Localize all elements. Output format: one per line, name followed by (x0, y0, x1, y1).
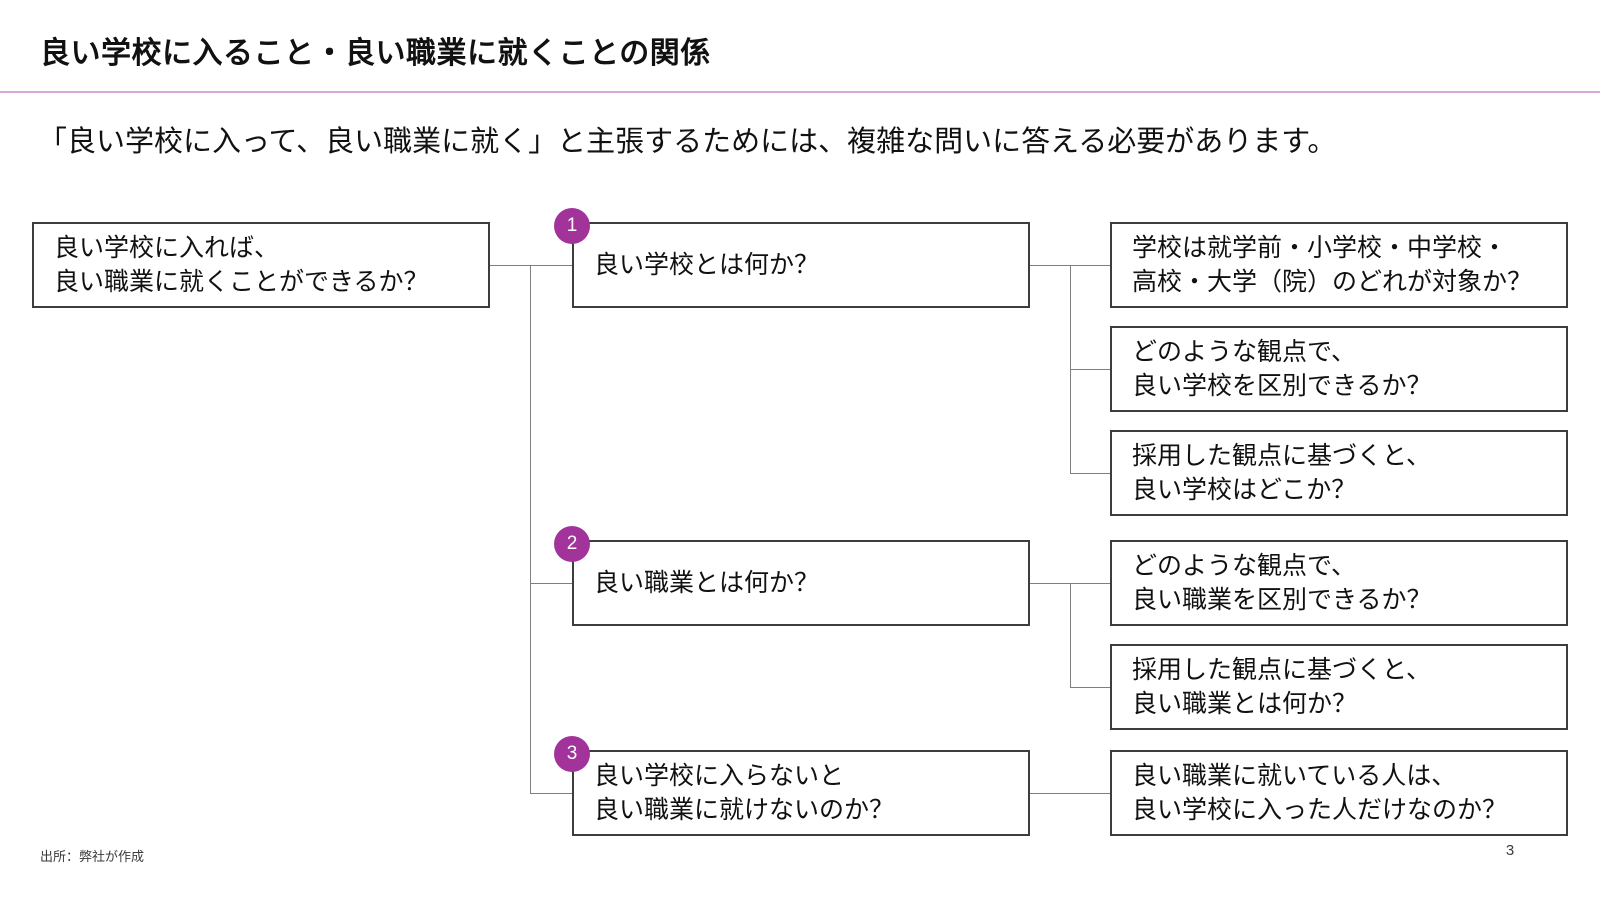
step-badge-1: 1 (554, 208, 590, 244)
step-badge-3: 3 (554, 736, 590, 772)
connector-line (1070, 687, 1110, 688)
box-text-line: 良い学校とは何か？ (594, 251, 820, 279)
subquestion-box-3a: 良い職業に就いている人は、 良い学校に入った人だけなのか？ (1110, 750, 1568, 836)
box-text-line: 良い学校に入らないと (594, 762, 845, 790)
box-text-line: 良い学校に入った人だけなのか？ (1132, 796, 1508, 824)
subquestion-box-1b: どのような観点で、 良い学校を区別できるか？ (1110, 326, 1568, 412)
connector-line (1070, 369, 1110, 370)
box-text-line: どのような観点で、 (1132, 552, 1357, 580)
question-box-2: 良い職業とは何か？ (572, 540, 1030, 626)
page-number: 3 (1505, 842, 1515, 859)
question-box-1: 良い学校とは何か？ (572, 222, 1030, 308)
connector-line (1070, 583, 1071, 687)
box-text-line: 良い学校に入れば、 (54, 234, 280, 262)
box-text-line: 良い学校はどこか？ (1132, 476, 1357, 504)
connector-line (530, 265, 531, 793)
box-text-line: 良い職業とは何か？ (594, 569, 820, 597)
box-text-line: どのような観点で、 (1132, 338, 1357, 366)
subquestion-box-1a: 学校は就学前・小学校・中学校・ 高校・大学（院）のどれが対象か？ (1110, 222, 1568, 308)
subquestion-box-2b: 採用した観点に基づくと、 良い職業とは何か？ (1110, 644, 1568, 730)
title-divider (0, 91, 1600, 93)
box-text-line: 採用した観点に基づくと、 (1132, 656, 1432, 684)
connector-line (1030, 793, 1110, 794)
page-title: 良い学校に入ること・良い職業に就くことの関係 (40, 37, 711, 70)
subquestion-box-2a: どのような観点で、 良い職業を区別できるか？ (1110, 540, 1568, 626)
box-text-line: 学校は就学前・小学校・中学校・ (1132, 234, 1508, 262)
connector-line (530, 583, 572, 584)
box-text-line: 採用した観点に基づくと、 (1132, 442, 1432, 470)
lead-text: 「良い学校に入って、良い職業に就く」と主張するためには、複雑な問いに答える必要が… (38, 126, 1337, 158)
box-text-line: 良い職業に就いている人は、 (1132, 762, 1457, 790)
box-text-line: 良い職業に就くことができるか？ (54, 268, 429, 296)
question-box-3: 良い学校に入らないと 良い職業に就けないのか？ (572, 750, 1030, 836)
box-text-line: 良い職業を区別できるか？ (1132, 586, 1432, 614)
source-text: 出所：弊社が作成 (40, 849, 145, 864)
connector-line (490, 265, 572, 266)
box-text-line: 良い職業に就けないのか？ (594, 796, 895, 824)
root-question-box: 良い学校に入れば、 良い職業に就くことができるか？ (32, 222, 490, 308)
box-text-line: 良い職業とは何か？ (1132, 690, 1358, 718)
connector-line (530, 793, 572, 794)
box-text-line: 高校・大学（院）のどれが対象か？ (1132, 268, 1533, 296)
connector-line (1070, 473, 1110, 474)
step-badge-2: 2 (554, 526, 590, 562)
box-text-line: 良い学校を区別できるか？ (1132, 372, 1432, 400)
subquestion-box-1c: 採用した観点に基づくと、 良い学校はどこか？ (1110, 430, 1568, 516)
